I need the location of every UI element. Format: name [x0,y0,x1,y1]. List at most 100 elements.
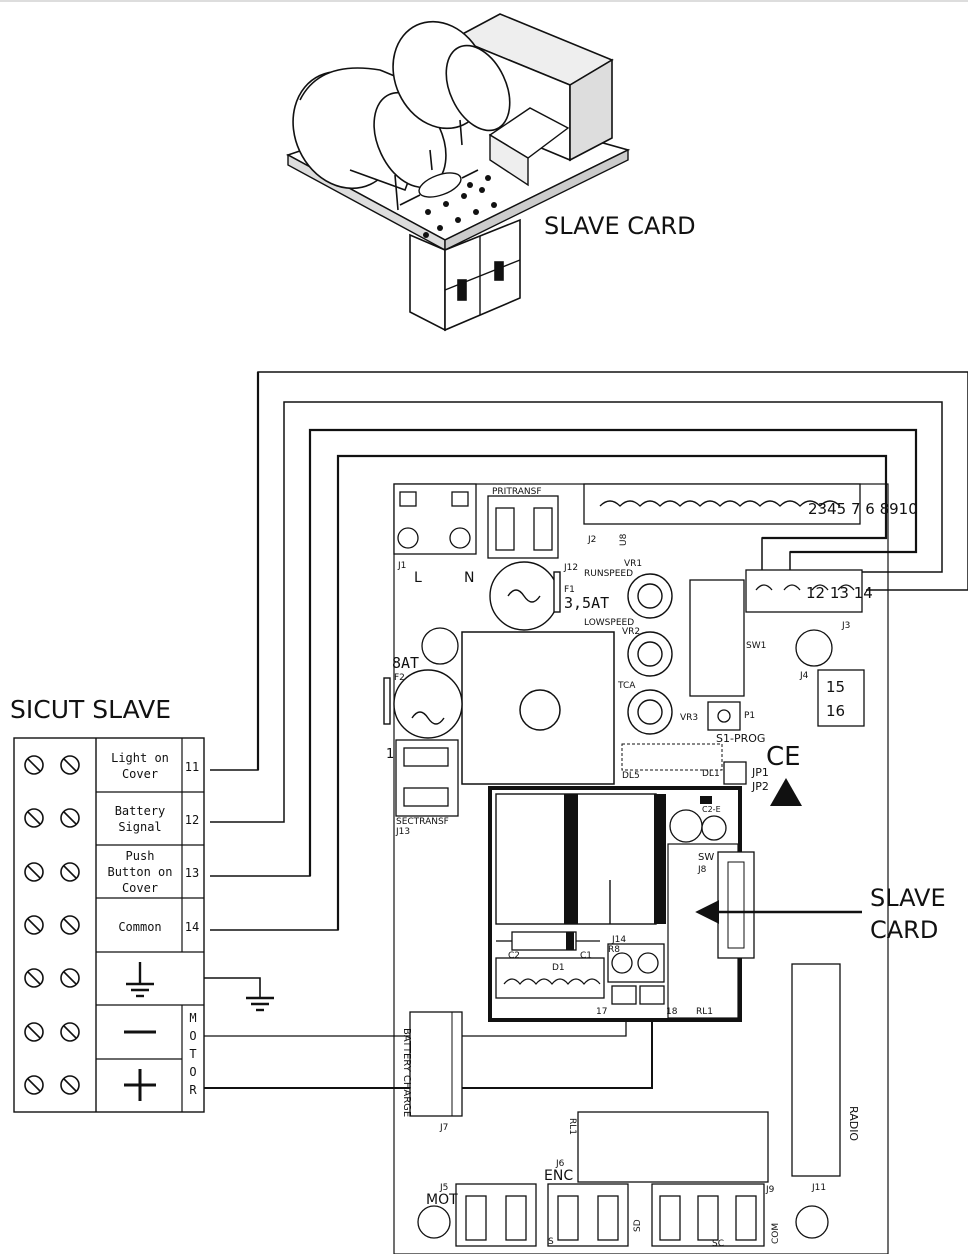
rl1-relay [577,1111,769,1183]
label-j5: J5 [439,1183,448,1193]
battery-charge-connector [409,1011,463,1117]
label-push-line1: Push [126,849,155,863]
board-labels: J1 L N PRITRANSF J2 U8 J12 F1 3,5AT VR1 … [386,487,918,1249]
label-s: S [548,1237,554,1247]
label-jp2: JP2 [751,780,769,793]
ce-mark: CE [766,742,801,772]
label-lowspeed: LOWSPEED [584,618,634,628]
label-r8: R8 [608,945,620,955]
label-rl1: RL1 [696,1007,713,1017]
screw-slot [63,1025,77,1039]
radio-connector [791,963,841,1177]
led-strip [621,743,723,771]
screw-slot [27,1078,41,1092]
sectransf-connector [395,739,459,817]
label-j9: J9 [765,1185,775,1195]
wire-14-bold [336,454,888,930]
svg-text:O: O [189,1029,196,1043]
label-p17: 17 [596,1007,607,1017]
label-sd: SD [633,1219,643,1232]
label-fuse1: 3,5AT [564,594,609,612]
label-p1: P1 [744,711,755,721]
trimmers [627,573,673,735]
label-common: Common [118,920,161,934]
wire-13-bold [308,428,918,876]
screw-slot [63,758,77,772]
label-j1: J1 [397,561,406,571]
label-L: L [414,570,422,586]
label-j3-pins: 12 13 14 [806,584,873,602]
label-f1: F1 [564,585,575,595]
label-N: N [464,570,474,586]
terminal-block-title: SICUT SLAVE [10,695,171,724]
label-j3: J3 [841,621,850,631]
label-pritransf: PRITRANSF [492,487,542,497]
label-sw: SW [698,852,714,863]
slave-card-callout-line2: CARD [870,916,938,944]
label-dl5: DL5 [622,771,640,781]
slave-card-callout-line1: SLAVE [870,884,946,912]
screw-slot [27,811,41,825]
j3-connector [745,569,863,613]
label-battery-line2: Signal [118,820,161,834]
label-battery-line1: Battery [115,804,166,818]
label-vr1: VR1 [624,559,642,569]
pritransf-connector [487,495,559,559]
screw-slot [63,918,77,932]
label-battery-charge: BATTERY CHARGE [401,1028,412,1117]
label-one: 1 [386,747,394,762]
fuse-f1 [489,561,561,631]
svg-text:O: O [189,1065,196,1079]
screw-slot [27,918,41,932]
motor-label: M O T O R [189,1011,197,1097]
terminal-number-14: 14 [185,920,199,934]
label-sw1: SW1 [746,641,766,651]
label-f2: F2 [394,673,405,683]
label-ic: C2-E [702,805,721,814]
terminal-number-13: 13 [185,866,199,880]
screw-slot [27,865,41,879]
label-radio: RADIO [847,1106,860,1141]
label-s1-prog: S1-PROG [716,732,765,745]
fuse-f2 [383,669,463,739]
j4-connector [817,669,865,727]
label-mot: MOT [426,1192,458,1208]
terminal-labels: Light on Cover Battery Signal Push Butto… [107,751,199,934]
ground-icon [126,962,154,998]
terminal-number-12: 12 [185,813,199,827]
screw-slot [27,971,41,985]
label-vr3: VR3 [680,713,698,723]
label-j8: J8 [697,865,707,875]
svg-text:T: T [189,1047,196,1061]
label-vr2: VR2 [622,627,640,637]
label-j6: J6 [555,1159,565,1169]
motor-plus-wire [204,1003,653,1089]
label-enc: ENC [544,1168,573,1184]
label-light-on-line1: Light on [111,751,169,765]
terminal-screws [24,755,80,1095]
wire-11 [210,371,968,771]
label-sectransf: SECTRANSF [396,817,449,827]
screw-slot [63,1078,77,1092]
j1-connector [393,483,477,555]
terminal-block [13,737,205,1113]
transformer [461,631,615,785]
terminal-number-11: 11 [185,760,199,774]
label-light-on-line2: Cover [122,767,158,781]
label-j2: J2 [587,535,596,545]
label-u8: U8 [619,533,629,546]
slave-card-title: SLAVE CARD [544,212,696,240]
svg-text:M: M [189,1011,196,1025]
screw-slot [63,971,77,985]
slave-card-illustration [286,13,631,332]
label-sc: SC [712,1239,724,1249]
control-board: CE [383,483,889,1255]
label-runspeed: RUNSPEED [584,569,633,579]
label-p18: 18 [666,1007,678,1017]
external-ground-icon [204,977,274,1012]
label-j2-pins: 2345 7 6 8910 [808,500,918,518]
bottom-connectors [417,1183,829,1247]
label-push-line2: Button on [107,865,172,879]
